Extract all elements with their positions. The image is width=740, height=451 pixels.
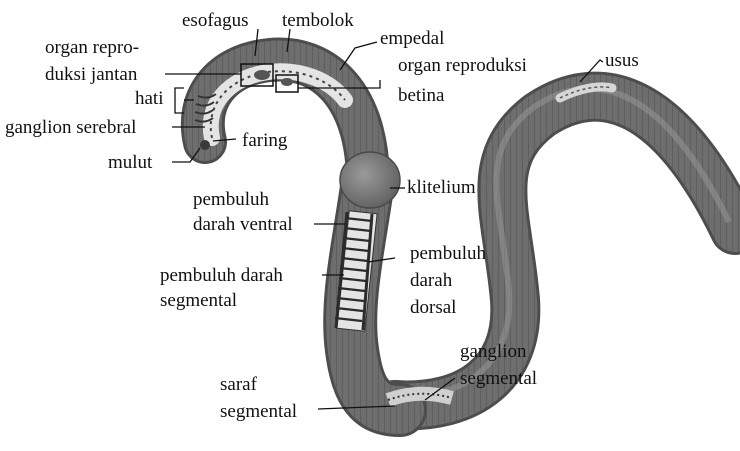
label-ganglion-serebral: ganglion serebral: [5, 117, 136, 138]
label-organ-betina-line1: organ reproduksi: [398, 55, 527, 76]
label-organ-jantan-line2: duksi jantan: [45, 64, 138, 85]
label-klitelium: klitelium: [407, 177, 476, 198]
clitellum: [340, 152, 400, 208]
label-organ-jantan-line1: organ repro-: [45, 37, 139, 58]
label-hati: hati: [135, 88, 164, 109]
label-tembolok: tembolok: [282, 10, 354, 31]
label-ganglion-segmental-line2: segmental: [460, 368, 537, 389]
label-pembuluh-segmental-line1: pembuluh darah: [160, 265, 283, 286]
label-pembuluh-ventral-line1: pembuluh: [193, 189, 269, 210]
male-reproductive-organ: [254, 70, 270, 80]
label-faring: faring: [242, 130, 288, 151]
nerve-cutaway: [388, 394, 452, 400]
label-esofagus: esofagus: [182, 10, 248, 31]
label-ganglion-segmental-line1: ganglion: [460, 341, 527, 362]
label-pembuluh-dorsal-line1: pembuluh: [410, 243, 486, 264]
label-saraf-segmental-line2: segmental: [220, 401, 297, 422]
label-saraf-segmental-line1: saraf: [220, 374, 258, 395]
label-pembuluh-ventral-line2: darah ventral: [193, 214, 293, 235]
label-organ-betina-line2: betina: [398, 85, 445, 106]
label-pembuluh-dorsal-line2: darah: [410, 270, 453, 291]
label-empedal: empedal: [380, 28, 444, 49]
mouth: [200, 140, 210, 150]
label-usus: usus: [605, 50, 639, 71]
label-mulut: mulut: [108, 152, 153, 173]
female-reproductive-organ: [281, 78, 293, 86]
label-pembuluh-segmental-line2: segmental: [160, 290, 237, 311]
label-pembuluh-dorsal-line3: dorsal: [410, 297, 456, 318]
